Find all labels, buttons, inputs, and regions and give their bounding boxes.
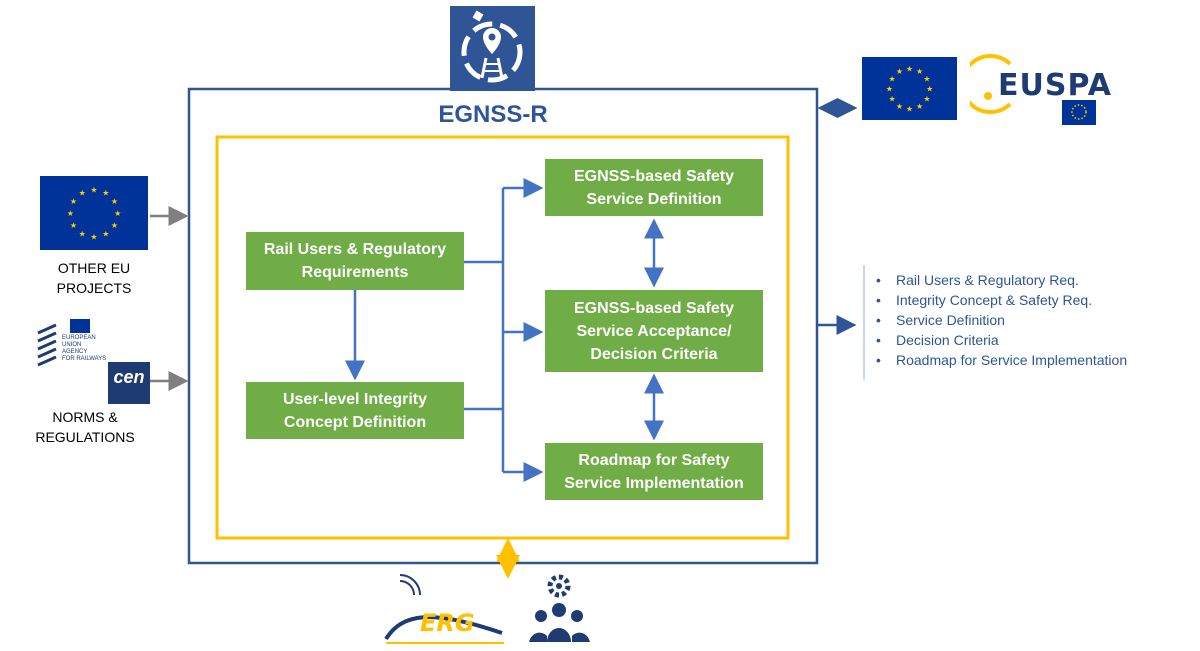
eu-star-icon: ★: [79, 230, 86, 239]
outcome-item: Roadmap for Service Implementation: [876, 350, 1127, 370]
eu-star-icon: ★: [916, 67, 923, 76]
eu-star-icon: ★: [886, 85, 893, 94]
eu-star-icon: ★: [111, 197, 118, 206]
box-acceptance-decision-criteria: EGNSS-based Safety Service Acceptance/ D…: [545, 290, 763, 372]
eu-star-icon: ★: [114, 209, 121, 218]
ergo-logo-icon: ERG: [382, 573, 508, 645]
cen-logo-icon: cen: [108, 362, 150, 404]
ergo-logo-text: ERG: [420, 609, 475, 637]
other-eu-projects-label: OTHER EU PROJECTS: [56, 260, 132, 296]
euspa-logo-text: EUSPA: [998, 68, 1112, 103]
outcomes-list: Rail Users & Regulatory Req. Integrity C…: [876, 270, 1127, 370]
egnss-r-logo-icon: [450, 6, 535, 91]
eu-star-icon: ★: [111, 221, 118, 230]
eu-star-icon: ★: [90, 185, 97, 194]
eu-star-icon: ★: [70, 197, 77, 206]
eu-star-icon: ★: [90, 233, 97, 242]
outcome-item: Service Definition: [876, 310, 1127, 330]
eu-star-icon: ★: [923, 95, 930, 104]
eu-star-icon: ★: [102, 188, 109, 197]
box-rail-users-requirements: Rail Users & Regulatory Requirements: [246, 232, 464, 290]
cen-logo-text: cen: [113, 367, 145, 387]
eu-flag-icon: ★★★★★★★★★★★★: [40, 176, 148, 250]
diagram-title: EGNSS-R: [438, 101, 548, 128]
outcome-item: Decision Criteria: [876, 330, 1127, 350]
outcome-item: Rail Users & Regulatory Req.: [876, 270, 1127, 290]
eu-star-icon: ★: [926, 85, 933, 94]
eu-star-icon: ★: [896, 102, 903, 111]
eu-star-icon: ★: [923, 74, 930, 83]
box-roadmap: Roadmap for Safety Service Implementatio…: [545, 443, 763, 500]
era-logo-text: EUROPEAN UNION AGENCY FOR RAILWAYS: [62, 335, 107, 362]
eu-star-icon: ★: [888, 74, 895, 83]
eu-star-icon: ★: [102, 230, 109, 239]
outcome-item: Integrity Concept & Safety Req.: [876, 290, 1127, 310]
box-safety-service-definition: EGNSS-based Safety Service Definition: [545, 159, 763, 216]
eu-star-icon: ★: [896, 67, 903, 76]
norms-regulations-label: NORMS & REGULATIONS: [35, 409, 135, 445]
era-logo-icon: EUROPEAN UNION AGENCY FOR RAILWAYS: [36, 319, 116, 371]
eu-star-icon: ★: [916, 102, 923, 111]
eu-star-icon: ★: [888, 95, 895, 104]
eu-star-icon: ★: [67, 209, 74, 218]
eu-star-icon: ★: [906, 64, 913, 73]
eu-star-icon: ★: [79, 188, 86, 197]
box-user-level-integrity: User-level Integrity Concept Definition: [246, 382, 464, 439]
eu-flag-icon: ★★★★★★★★★★★★: [862, 57, 957, 120]
euspa-logo-icon: EUSPA: [970, 50, 1111, 128]
eu-star-icon: ★: [906, 105, 913, 114]
users-gear-icon: [527, 572, 592, 644]
eu-star-icon: ★: [70, 221, 77, 230]
